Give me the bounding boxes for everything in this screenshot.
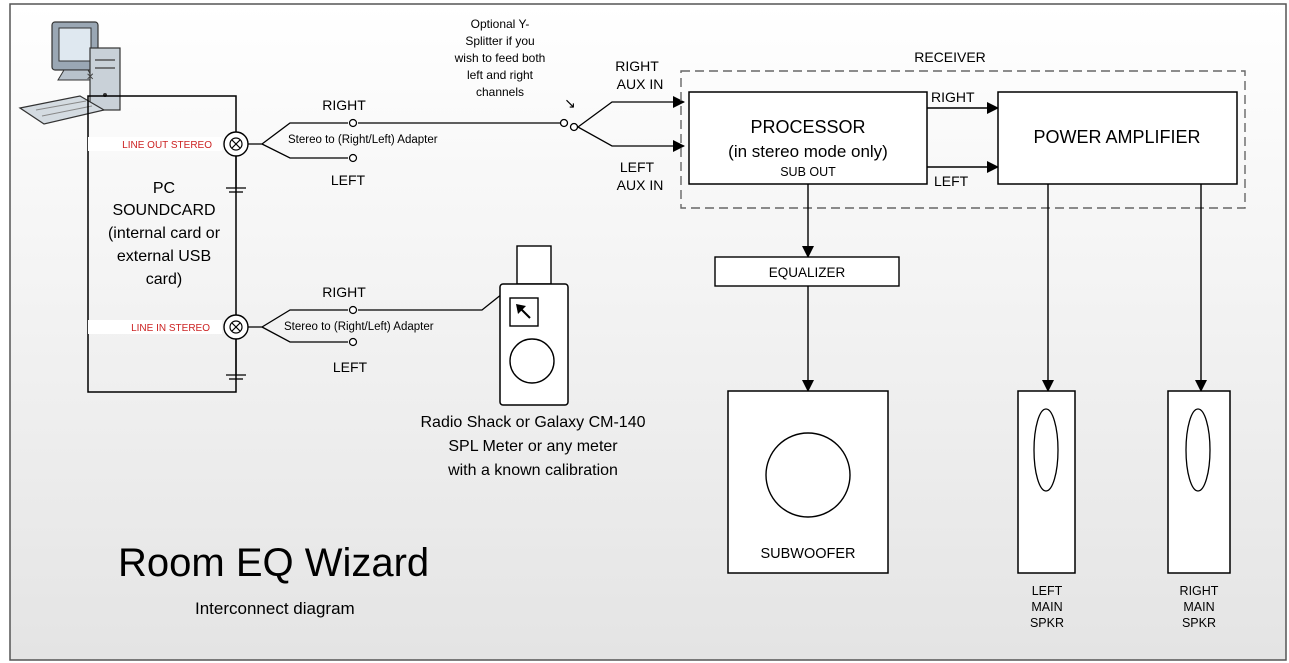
right-speaker-line-1: RIGHT (1180, 584, 1219, 598)
top-adapter-left: LEFT (331, 172, 366, 188)
left-speaker-line-3: SPKR (1030, 616, 1064, 630)
processor-to-amp-arrows (927, 102, 999, 173)
processor-box (688, 91, 928, 185)
left-speaker-driver (1033, 408, 1059, 492)
equalizer-box (714, 256, 900, 287)
right-aux-in-2: AUX IN (617, 76, 664, 92)
power-amplifier-box (997, 91, 1238, 185)
right-aux-in-1: RIGHT (615, 58, 659, 74)
amp-right-label: RIGHT (931, 89, 975, 105)
splitter-arrow-icon: ↘ (564, 95, 576, 111)
right-speaker-line-3: SPKR (1182, 616, 1216, 630)
left-aux-in-1: LEFT (620, 159, 655, 175)
page-title: Room EQ Wizard (118, 541, 429, 585)
line-in-jack (223, 314, 249, 340)
meter-caption: Radio Shack or Galaxy CM-140 SPL Meter o… (421, 414, 646, 479)
splitter-note-4: left and right (467, 68, 534, 82)
bottom-adapter-right: RIGHT (322, 284, 366, 300)
right-speaker-driver (1185, 408, 1211, 492)
soundcard-line-5: card) (146, 271, 182, 288)
meter-caption-3: with a known calibration (447, 462, 618, 479)
subwoofer-cone (765, 432, 851, 518)
pc-soundcard-box (87, 95, 237, 393)
splitter-note-3: wish to feed both (454, 51, 546, 65)
splitter-note-1: Optional Y- (471, 17, 530, 31)
y-splitter (559, 96, 685, 152)
bottom-adapter-wires (248, 293, 503, 343)
receiver-box (680, 70, 1246, 209)
ground-symbol (226, 156, 246, 193)
splitter-note-2: Splitter if you (465, 34, 534, 48)
bottom-adapter-left: LEFT (333, 359, 368, 375)
bottom-adapter-label: Stereo to (Right/Left) Adapter (284, 321, 434, 333)
equalizer-label: EQUALIZER (769, 265, 846, 280)
top-adapter-wires (248, 122, 560, 159)
svg-text:✕: ✕ (86, 72, 94, 83)
soundcard-text: PC SOUNDCARD (internal card or external … (108, 180, 221, 288)
soundcard-line-4: external USB (117, 248, 211, 265)
page-subtitle: Interconnect diagram (195, 599, 355, 618)
splitter-note: Optional Y- Splitter if you wish to feed… (454, 17, 546, 99)
right-speaker-line-2: MAIN (1183, 600, 1214, 614)
processor-title: PROCESSOR (750, 117, 865, 137)
top-adapter-right: RIGHT (322, 97, 366, 113)
spl-meter (499, 245, 569, 406)
line-out-label: LINE OUT STEREO (122, 140, 212, 151)
sub-out-label: SUB OUT (780, 165, 836, 179)
left-speaker-line-1: LEFT (1032, 584, 1063, 598)
power-amplifier-label: POWER AMPLIFIER (1033, 127, 1200, 147)
top-adapter-label: Stereo to (Right/Left) Adapter (288, 134, 438, 146)
ground-symbol (226, 339, 246, 380)
subwoofer-label: SUBWOOFER (760, 546, 855, 562)
amp-left-label: LEFT (934, 173, 969, 189)
line-in-label: LINE IN STEREO (131, 323, 210, 334)
soundcard-line-3: (internal card or (108, 225, 221, 242)
processor-mode: (in stereo mode only) (728, 142, 888, 161)
computer-icon: ✕ (18, 21, 121, 125)
receiver-label: RECEIVER (914, 49, 986, 65)
meter-caption-2: SPL Meter or any meter (448, 438, 618, 455)
line-out-jack (223, 131, 249, 157)
left-speaker-line-2: MAIN (1031, 600, 1062, 614)
soundcard-line-2: SOUNDCARD (112, 202, 215, 219)
meter-caption-1: Radio Shack or Galaxy CM-140 (421, 414, 646, 431)
soundcard-line-1: PC (153, 180, 175, 197)
splitter-note-5: channels (476, 85, 524, 99)
left-aux-in-2: AUX IN (617, 177, 664, 193)
